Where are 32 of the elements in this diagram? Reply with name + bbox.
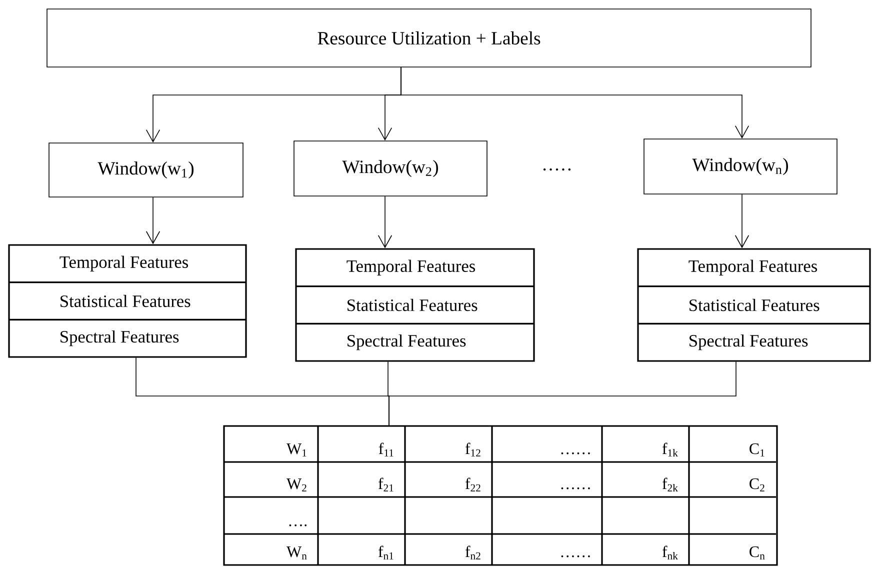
table-cell-text: f$_{21}$ xyxy=(378,478,394,492)
table-cell-text: f$_{n1}$ xyxy=(378,546,394,560)
table-cell-text: C$_{2}$ xyxy=(750,478,764,492)
ellipsis: ····· xyxy=(543,168,571,171)
table-cell-text: f$_{12}$ xyxy=(465,442,480,456)
feature-stack: Temporal Features Statistical Features Spectral Features xyxy=(295,248,535,362)
window-box: Window(w$_{2}$) xyxy=(294,140,488,196)
arrow xyxy=(400,67,750,139)
feature-stack: Temporal Features Statistical Features Spectral Features xyxy=(637,248,871,362)
window-box: Window(w$_{1}$) xyxy=(48,142,244,198)
table-cell-text: W$_{1}$ xyxy=(286,444,306,456)
window-box: Window(w$_{n}$) xyxy=(644,138,838,194)
table-cell-text: …… xyxy=(561,487,590,490)
table-cell-text: f$_{22}$ xyxy=(465,478,480,492)
arrow xyxy=(378,196,392,248)
table-cell-text: …… xyxy=(561,555,590,558)
table-cell-text: f$_{nk}$ xyxy=(662,546,678,560)
table-cell-text: …. xyxy=(289,524,307,526)
feature-stack: Temporal Features Statistical Features Spectral Features xyxy=(8,244,247,358)
table-cell-text: C$_{1}$ xyxy=(750,443,764,456)
table-cell-text: W$_{n}$ xyxy=(286,546,307,560)
table-cell-text: f$_{2k}$ xyxy=(662,478,678,492)
table-cell-text: f$_{n2}$ xyxy=(465,546,480,560)
input-box: Resource Utilization + Labels xyxy=(46,8,812,68)
table-cell-text: W$_{2}$ xyxy=(286,478,306,492)
table-cell-text: C$_{n}$ xyxy=(750,546,765,560)
table-cell-text: f$_{11}$ xyxy=(378,442,394,456)
arrow xyxy=(734,194,750,248)
table-cell-text: …… xyxy=(561,452,590,454)
arrow xyxy=(146,197,160,244)
table-cell-text: f$_{1k}$ xyxy=(662,442,678,456)
feature-table xyxy=(223,425,778,566)
